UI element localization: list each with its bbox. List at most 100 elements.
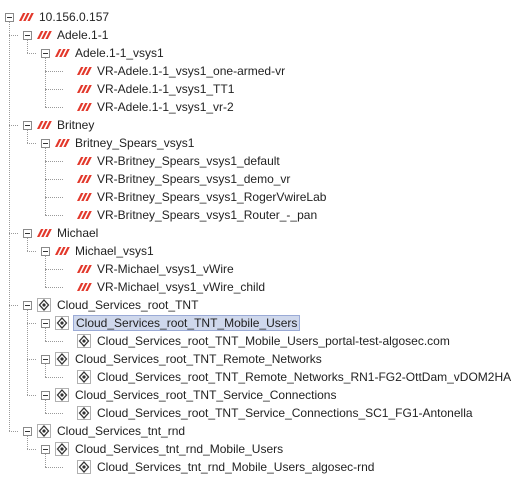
tree-node-label[interactable]: VR-Adele.1-1_vsys1_vr-2 — [97, 100, 234, 114]
fortinet-icon — [77, 85, 92, 93]
tree-node-label[interactable]: Cloud_Services_tnt_rnd — [57, 424, 186, 438]
tree-connector — [9, 35, 18, 36]
tree-connector — [45, 107, 63, 108]
tree-connector — [9, 305, 18, 306]
tree-node[interactable]: Adele.1-1_vsys1 — [41, 44, 166, 62]
tree-node[interactable]: VR-Britney_Spears_vsys1_Router_-_pan — [63, 206, 319, 224]
cloud-service-icon — [37, 298, 51, 312]
tree-connector — [27, 238, 28, 251]
collapse-toggle[interactable] — [41, 318, 50, 328]
tree-node[interactable]: VR-Adele.1-1_vsys1_TT1 — [63, 80, 236, 98]
tree-node-label[interactable]: Britney — [57, 118, 95, 132]
fortinet-icon — [37, 229, 52, 237]
tree-node[interactable]: VR-Britney_Spears_vsys1_default — [63, 152, 282, 170]
tree-connector — [45, 377, 63, 378]
tree-node[interactable]: Cloud_Services_root_TNT_Mobile_Users — [41, 314, 301, 332]
collapse-toggle[interactable] — [23, 30, 32, 40]
tree-node-label[interactable]: 10.156.0.157 — [39, 10, 110, 24]
tree-connector — [45, 413, 63, 414]
collapse-toggle[interactable] — [23, 120, 32, 130]
collapse-toggle[interactable] — [41, 246, 50, 256]
collapse-toggle[interactable] — [41, 138, 50, 148]
collapse-toggle[interactable] — [41, 390, 50, 400]
cloud-service-icon — [37, 424, 51, 438]
tree-node-label[interactable]: Cloud_Services_tnt_rnd_Mobile_Users_algo… — [97, 460, 375, 474]
tree-node-label[interactable]: Cloud_Services_tnt_rnd_Mobile_Users — [75, 442, 284, 456]
tree-connector — [27, 130, 28, 143]
tree-node-label[interactable]: VR-Michael_vsys1_vWire_child — [97, 280, 266, 294]
tree-node[interactable]: Cloud_Services_tnt_rnd — [23, 422, 187, 440]
tree-node[interactable]: Britney_Spears_vsys1 — [41, 134, 196, 152]
tree-node-label[interactable]: Cloud_Services_root_TNT_Mobile_Users_por… — [97, 334, 450, 348]
fortinet-icon — [77, 103, 92, 111]
tree-node-label[interactable]: Britney_Spears_vsys1 — [75, 136, 195, 150]
tree-node-label[interactable]: Cloud_Services_root_TNT_Mobile_Users — [73, 315, 301, 331]
tree-node[interactable]: Michael — [23, 224, 100, 242]
collapse-toggle[interactable] — [23, 300, 32, 310]
tree-node[interactable]: VR-Adele.1-1_vsys1_vr-2 — [63, 98, 236, 116]
collapse-toggle[interactable] — [23, 228, 32, 238]
tree-node-label[interactable]: Cloud_Services_root_TNT_Remote_Networks_… — [97, 370, 512, 384]
cloud-service-icon — [55, 388, 69, 402]
tree-connector — [9, 22, 10, 431]
tree-node[interactable]: Cloud_Services_root_TNT_Service_Connecti… — [63, 404, 475, 422]
fortinet-icon — [19, 13, 34, 21]
tree-node[interactable]: VR-Michael_vsys1_vWire — [63, 260, 236, 278]
tree-node[interactable]: Adele.1-1 — [23, 26, 110, 44]
fortinet-icon — [77, 265, 92, 273]
tree-node[interactable]: Cloud_Services_root_TNT — [23, 296, 200, 314]
tree-connector — [45, 400, 46, 413]
tree-node[interactable]: VR-Michael_vsys1_vWire_child — [63, 278, 267, 296]
cloud-service-icon — [77, 334, 91, 348]
cloud-service-icon — [55, 316, 69, 330]
collapse-toggle[interactable] — [41, 354, 50, 364]
tree-connector — [27, 40, 28, 53]
tree-connector — [45, 71, 63, 72]
tree-connector — [27, 251, 36, 252]
tree-node-label[interactable]: Cloud_Services_root_TNT — [57, 298, 199, 312]
tree-node[interactable]: Cloud_Services_tnt_rnd_Mobile_Users_algo… — [63, 458, 376, 476]
tree-node[interactable]: VR-Britney_Spears_vsys1_demo_vr — [63, 170, 292, 188]
fortinet-icon — [77, 175, 92, 183]
tree-node[interactable]: Cloud_Services_root_TNT_Remote_Networks_… — [63, 368, 513, 386]
tree-node-label[interactable]: VR-Britney_Spears_vsys1_RogerVwireLab — [97, 190, 327, 204]
tree-node-label[interactable]: Michael — [57, 226, 99, 240]
tree-node-label[interactable]: VR-Britney_Spears_vsys1_default — [97, 154, 280, 168]
collapse-toggle[interactable] — [23, 426, 32, 436]
tree-node-label[interactable]: Adele.1-1 — [57, 28, 109, 42]
tree-connector — [27, 436, 28, 449]
tree-connector — [45, 161, 63, 162]
tree-connector — [27, 310, 28, 395]
tree-node[interactable]: VR-Britney_Spears_vsys1_RogerVwireLab — [63, 188, 328, 206]
tree-node[interactable]: Cloud_Services_root_TNT_Mobile_Users_por… — [63, 332, 452, 350]
tree-node-label[interactable]: VR-Britney_Spears_vsys1_demo_vr — [97, 172, 291, 186]
tree-connector — [45, 364, 46, 377]
tree-node-label[interactable]: Cloud_Services_root_TNT_Service_Connecti… — [97, 406, 473, 420]
tree-node[interactable]: Cloud_Services_root_TNT_Remote_Networks — [41, 350, 324, 368]
tree-node[interactable]: Michael_vsys1 — [41, 242, 156, 260]
collapse-toggle[interactable] — [41, 444, 50, 454]
cloud-service-icon — [77, 370, 91, 384]
tree-connector — [45, 89, 63, 90]
tree-node-label[interactable]: VR-Adele.1-1_vsys1_one-armed-vr — [97, 64, 286, 78]
tree-node-label[interactable]: Cloud_Services_root_TNT_Remote_Networks — [75, 352, 322, 366]
tree-node-label[interactable]: Adele.1-1_vsys1 — [75, 46, 164, 60]
collapse-toggle[interactable] — [41, 48, 50, 58]
collapse-toggle[interactable] — [5, 12, 14, 22]
tree-node[interactable]: Britney — [23, 116, 96, 134]
tree-connector — [27, 395, 36, 396]
tree-node-label[interactable]: VR-Michael_vsys1_vWire — [97, 262, 234, 276]
tree-node-label[interactable]: Michael_vsys1 — [75, 244, 154, 258]
tree-node[interactable]: 10.156.0.157 — [5, 8, 111, 26]
tree-connector — [27, 143, 36, 144]
tree-node-label[interactable]: Cloud_Services_root_TNT_Service_Connecti… — [75, 388, 337, 402]
tree-connector — [45, 148, 46, 215]
tree-connector — [27, 449, 36, 450]
tree-connector — [45, 328, 46, 341]
tree-connector — [45, 215, 63, 216]
tree-node[interactable]: Cloud_Services_tnt_rnd_Mobile_Users — [41, 440, 285, 458]
tree-node-label[interactable]: VR-Britney_Spears_vsys1_Router_-_pan — [97, 208, 318, 222]
tree-node-label[interactable]: VR-Adele.1-1_vsys1_TT1 — [97, 82, 235, 96]
tree-node[interactable]: VR-Adele.1-1_vsys1_one-armed-vr — [63, 62, 287, 80]
tree-node[interactable]: Cloud_Services_root_TNT_Service_Connecti… — [41, 386, 338, 404]
